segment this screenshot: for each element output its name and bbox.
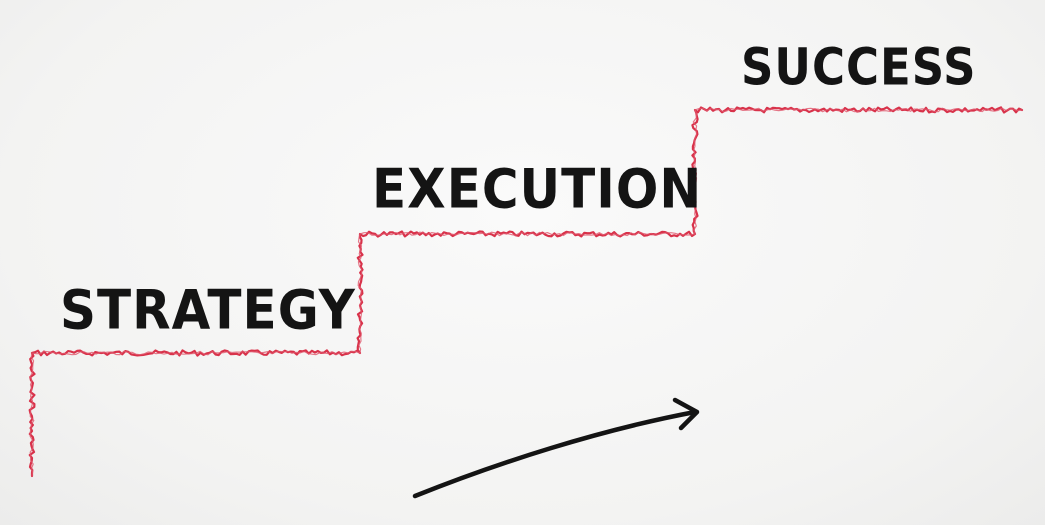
- step-label-success: SUCCESS: [741, 37, 977, 97]
- step-label-strategy: STRATEGY: [60, 278, 356, 342]
- step-label-execution: EXECUTION: [372, 157, 703, 221]
